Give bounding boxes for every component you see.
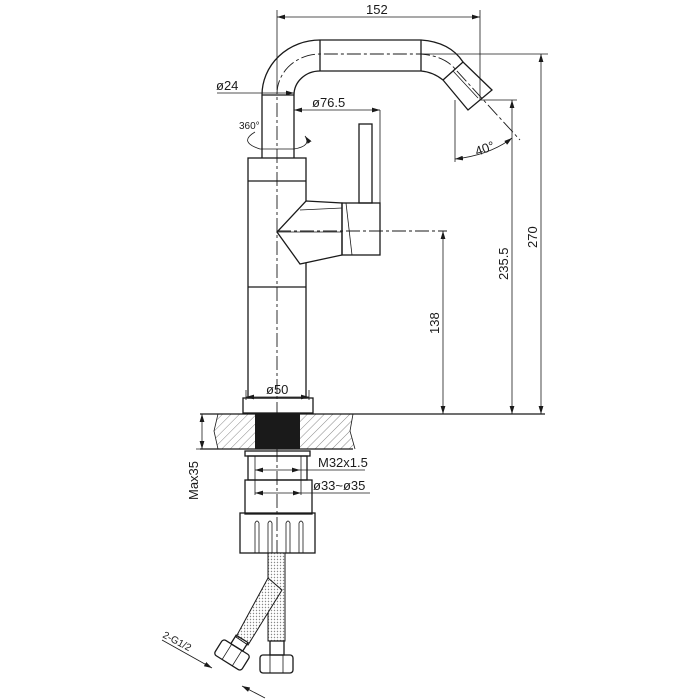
dim-base-diameter: ø50 — [266, 382, 288, 397]
mounting-nut — [239, 450, 316, 554]
dim-thread: M32x1.5 — [318, 455, 368, 470]
dim-hose-connection: 2-G1/2 — [161, 630, 194, 654]
base-plate — [242, 397, 314, 414]
dim-max-thickness: Max35 — [186, 461, 201, 500]
dim-outlet-height: 235.5 — [496, 247, 511, 280]
countertop — [200, 413, 545, 450]
dim-hole-diameter: ø33~ø35 — [313, 478, 365, 493]
dim-handle-reach: ø76.5 — [312, 95, 345, 110]
handle-body — [341, 202, 381, 256]
dim-spray-angle: 40° — [473, 138, 497, 159]
handle-lever — [358, 123, 373, 204]
dim-rotation: 360° — [239, 121, 260, 132]
dimension-lines — [161, 10, 548, 699]
faucet-body — [242, 123, 447, 414]
dim-total-height: 270 — [525, 226, 540, 248]
dim-152: 152 — [366, 2, 388, 17]
threaded-shank — [255, 414, 300, 449]
dim-handle-height: 138 — [427, 312, 442, 334]
supply-hoses — [214, 552, 294, 674]
dimension-labels: 152 ø24 ø76.5 360° 40° 235.5 270 138 ø50… — [161, 2, 540, 654]
spout — [261, 39, 521, 600]
dim-pipe-diameter: ø24 — [216, 78, 238, 93]
